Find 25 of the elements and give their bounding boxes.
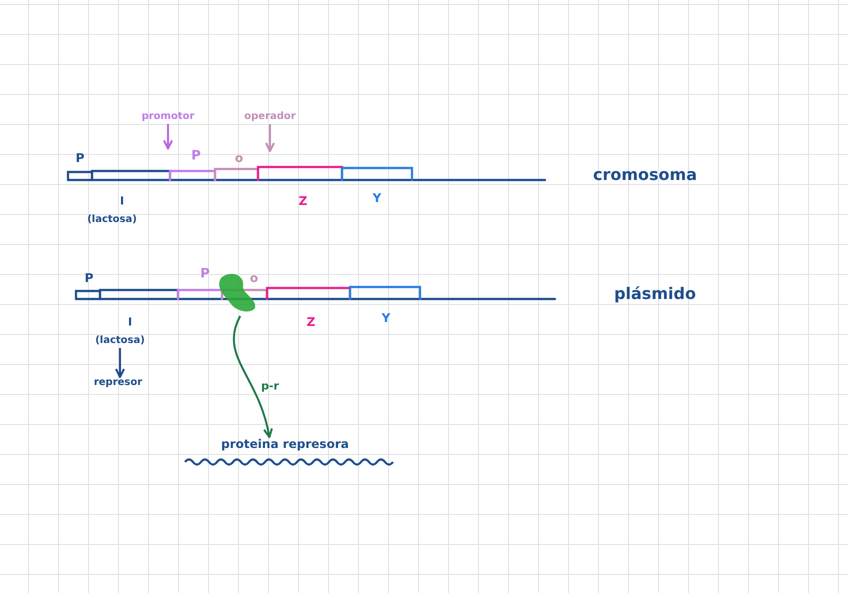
gene-label: o	[234, 152, 244, 164]
annotation-label: operador	[244, 112, 296, 122]
gene-label: o	[250, 272, 258, 284]
gene-label: Z	[298, 195, 308, 207]
gene-label: Z	[306, 316, 316, 328]
gene-label: Y	[382, 312, 390, 324]
gene-label: (lactosa)	[87, 215, 137, 225]
gene-label: P	[200, 268, 210, 280]
gene-label: P	[84, 272, 94, 284]
gene-label: I	[120, 196, 124, 206]
molecule-label: plásmido	[614, 286, 696, 302]
molecule-label: cromosoma	[593, 167, 697, 183]
gene-label: Y	[372, 192, 382, 204]
gene-label: I	[128, 316, 132, 328]
arrow	[233, 316, 273, 438]
edge-label: p-r	[261, 380, 279, 392]
arrow	[163, 124, 173, 150]
arrow	[265, 124, 275, 152]
protein-label: proteina represora	[221, 438, 349, 450]
annotation-label: promotor	[142, 112, 194, 122]
annotation-label: (lactosa)	[95, 336, 145, 346]
gene-label: P	[76, 152, 84, 164]
gene-label: P	[191, 150, 201, 162]
annotation-label: represor	[94, 378, 142, 388]
arrow	[115, 348, 125, 378]
